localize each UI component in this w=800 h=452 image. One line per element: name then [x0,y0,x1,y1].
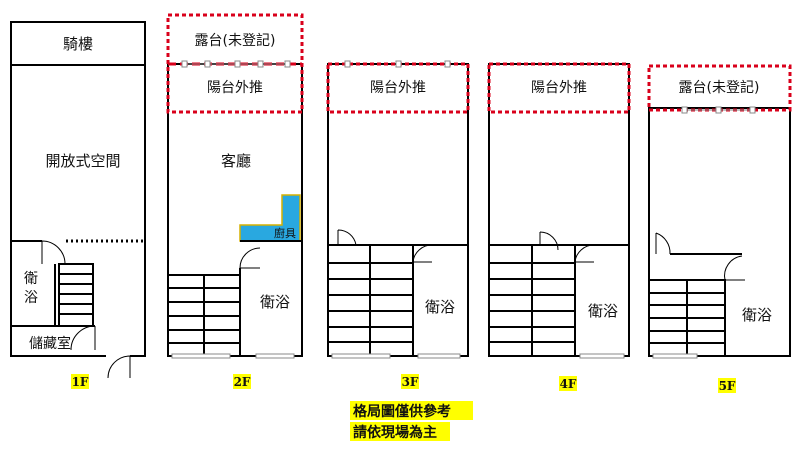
room-bath-1f-b: 浴 [24,290,38,306]
window-5f-bottom [652,353,698,359]
room-bath-3f: 衛浴 [425,298,455,316]
staircase-3f [327,244,414,357]
room-arcade: 騎樓 [63,35,93,53]
floor-label-5f: 5F [719,379,736,393]
floor-3f: 陽台外推 衛浴 3F [326,60,470,389]
note-line-2: 請依現場為主 [353,424,437,441]
room-balcony-2f: 陽台外推 [207,80,263,96]
floor-1f: 騎樓 開放式空間 衛 浴 儲藏室 1F [10,21,146,389]
floor-label-bg [401,374,419,389]
note-line-1: 格局圖僅供參考 [353,403,451,420]
door-swing [412,244,433,263]
room-bath-1f-a: 衛 [24,271,38,287]
floor-label-1f: 1F [72,375,89,389]
floor-4f: 陽台外推 衛浴 4F [487,62,631,391]
disclaimer-note: 格局圖僅供參考 請依現場為主 [350,401,473,441]
room-open-space: 開放式空間 [45,152,120,170]
room-balcony-4f: 陽台外推 [531,80,587,96]
door-swing [539,231,559,251]
door-swing [337,229,357,246]
door-swing [107,355,131,379]
floor-label-3f: 3F [402,375,419,389]
floor-label-4f: 4F [560,377,577,391]
door-swing [724,255,745,281]
room-kitchen: 廚具 [274,226,296,240]
window-3f-bottom [331,353,461,359]
floor-1f-outline [10,21,146,357]
floor-label-bg [559,376,577,391]
door-swing [239,247,261,269]
room-bath-4f: 衛浴 [588,302,618,320]
floor-label-bg [718,378,736,393]
floor-label-2f: 2F [234,375,251,389]
room-storage: 儲藏室 [29,335,71,352]
window-2f-bottom [171,353,295,359]
floor-2f: 露台(未登記) 陽台外推 客廳 廚具 衛浴 [166,13,304,389]
floor-label-bg [71,374,89,389]
window-3f-top [344,60,451,68]
window-4f-bottom [579,353,625,359]
staircase-4f [488,244,576,357]
balcony-dashed-box [487,62,631,114]
door-swing [41,240,66,265]
staircase-1f [58,263,94,327]
door-swing [574,244,595,263]
room-bath-2f: 衛浴 [260,293,290,311]
window-5f-top [681,106,756,114]
door-swing [70,325,96,351]
floor-5f: 露台(未登記) 衛浴 5F [647,64,792,393]
note-bg-2 [350,422,450,441]
door-swing [655,232,671,255]
entry-opening [106,354,130,358]
window-2f-top [181,60,291,68]
floor-label-bg [233,374,251,389]
room-terrace-5f: 露台(未登記) [679,79,760,96]
room-living: 客廳 [221,152,251,170]
staircase-2f [167,274,241,357]
room-balcony-3f: 陽台外推 [370,80,426,96]
room-terrace-2f: 露台(未登記) [195,32,276,49]
staircase-5f [648,279,726,357]
note-bg-1 [350,401,473,420]
room-bath-5f: 衛浴 [742,306,772,324]
